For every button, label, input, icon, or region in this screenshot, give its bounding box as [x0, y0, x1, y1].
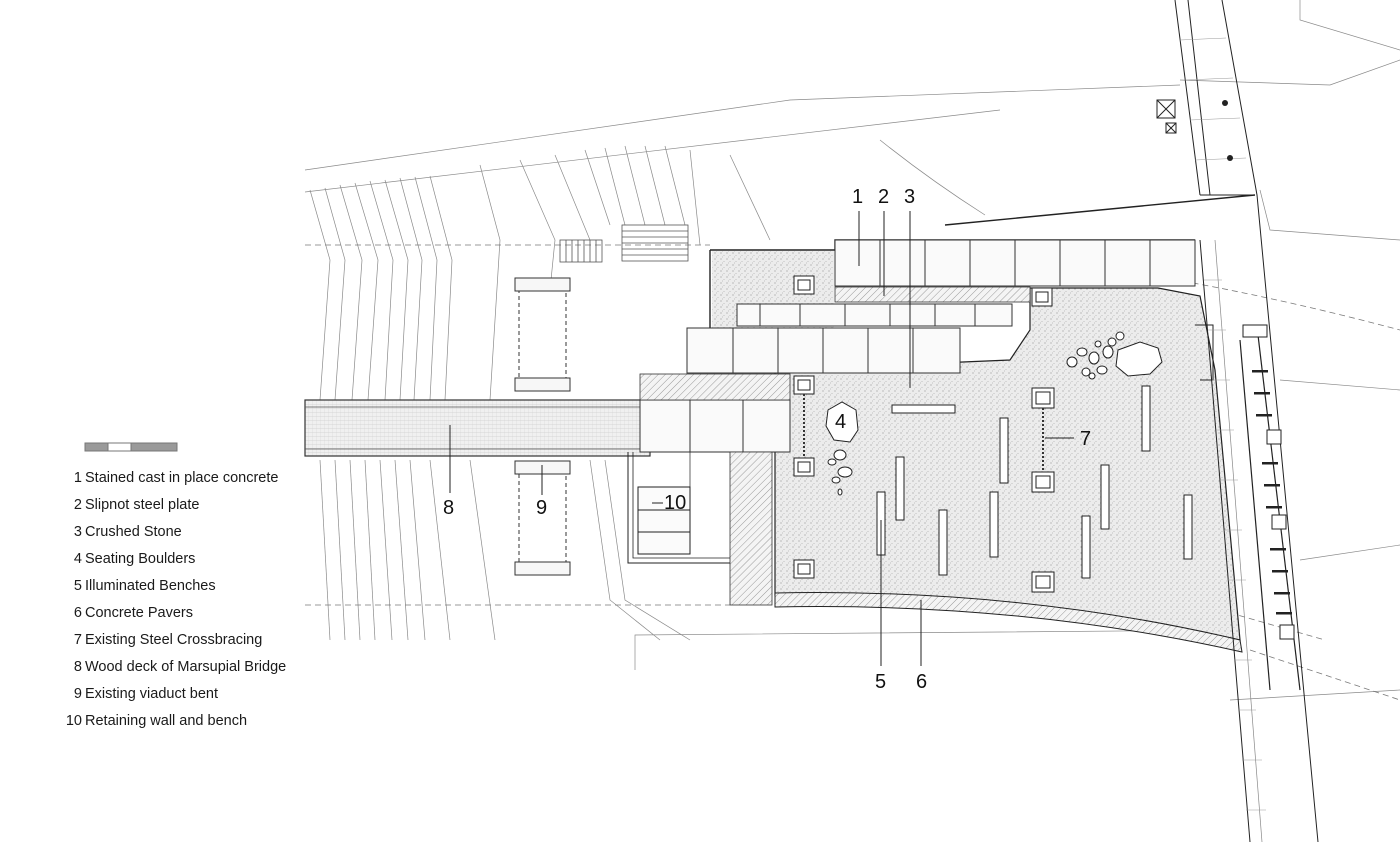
legend-text: Stained cast in place concrete [85, 470, 279, 486]
stairs [559, 224, 689, 263]
callout-5: 5 [875, 671, 887, 693]
retaining-wall [627, 452, 730, 564]
legend-number: 9 [73, 686, 82, 702]
callout-2: 2 [878, 186, 890, 208]
callout-10: 10 [664, 492, 687, 514]
contour-lines [304, 0, 1400, 701]
legend-number: 10 [65, 713, 82, 729]
legend-text: Existing Steel Crossbracing [85, 632, 263, 648]
legend-number: 1 [73, 470, 82, 486]
legend-text: Illuminated Benches [85, 578, 216, 594]
street-details [1222, 100, 1295, 640]
utility-boxes [1156, 99, 1177, 134]
callout-9: 9 [536, 497, 548, 519]
legend-number: 2 [73, 497, 82, 513]
callout-1: 1 [852, 186, 864, 208]
legend-text: Retaining wall and bench [85, 713, 248, 729]
concrete-pavers [774, 592, 1243, 653]
sidewalk-joints [1179, 37, 1266, 811]
legend-number: 8 [73, 659, 82, 675]
legend-text: Existing viaduct bent [85, 686, 218, 702]
steel-crossbracing [803, 394, 1044, 472]
leader-lines [449, 211, 1074, 666]
legend-text: Seating Boulders [85, 551, 196, 567]
legend-number: 3 [73, 524, 82, 540]
callout-7: 7 [1080, 428, 1092, 450]
callout-3: 3 [904, 186, 916, 208]
legend-number: 4 [73, 551, 82, 567]
scale-bar [84, 442, 178, 452]
legend-text: Concrete Pavers [85, 605, 193, 621]
legend-number: 6 [73, 605, 82, 621]
concrete-slabs [639, 239, 1196, 453]
column-footings [793, 275, 1055, 593]
seating-boulders [825, 331, 1163, 496]
bridge-deck [304, 399, 651, 457]
legend-text: Slipnot steel plate [85, 497, 200, 513]
callout-6: 6 [916, 671, 928, 693]
callout-4: 4 [835, 411, 847, 433]
legend-number: 7 [73, 632, 82, 648]
legend-number: 5 [73, 578, 82, 594]
legend-text: Crushed Stone [85, 524, 182, 540]
legend-text: Wood deck of Marsupial Bridge [85, 659, 287, 675]
callout-8: 8 [443, 497, 455, 519]
